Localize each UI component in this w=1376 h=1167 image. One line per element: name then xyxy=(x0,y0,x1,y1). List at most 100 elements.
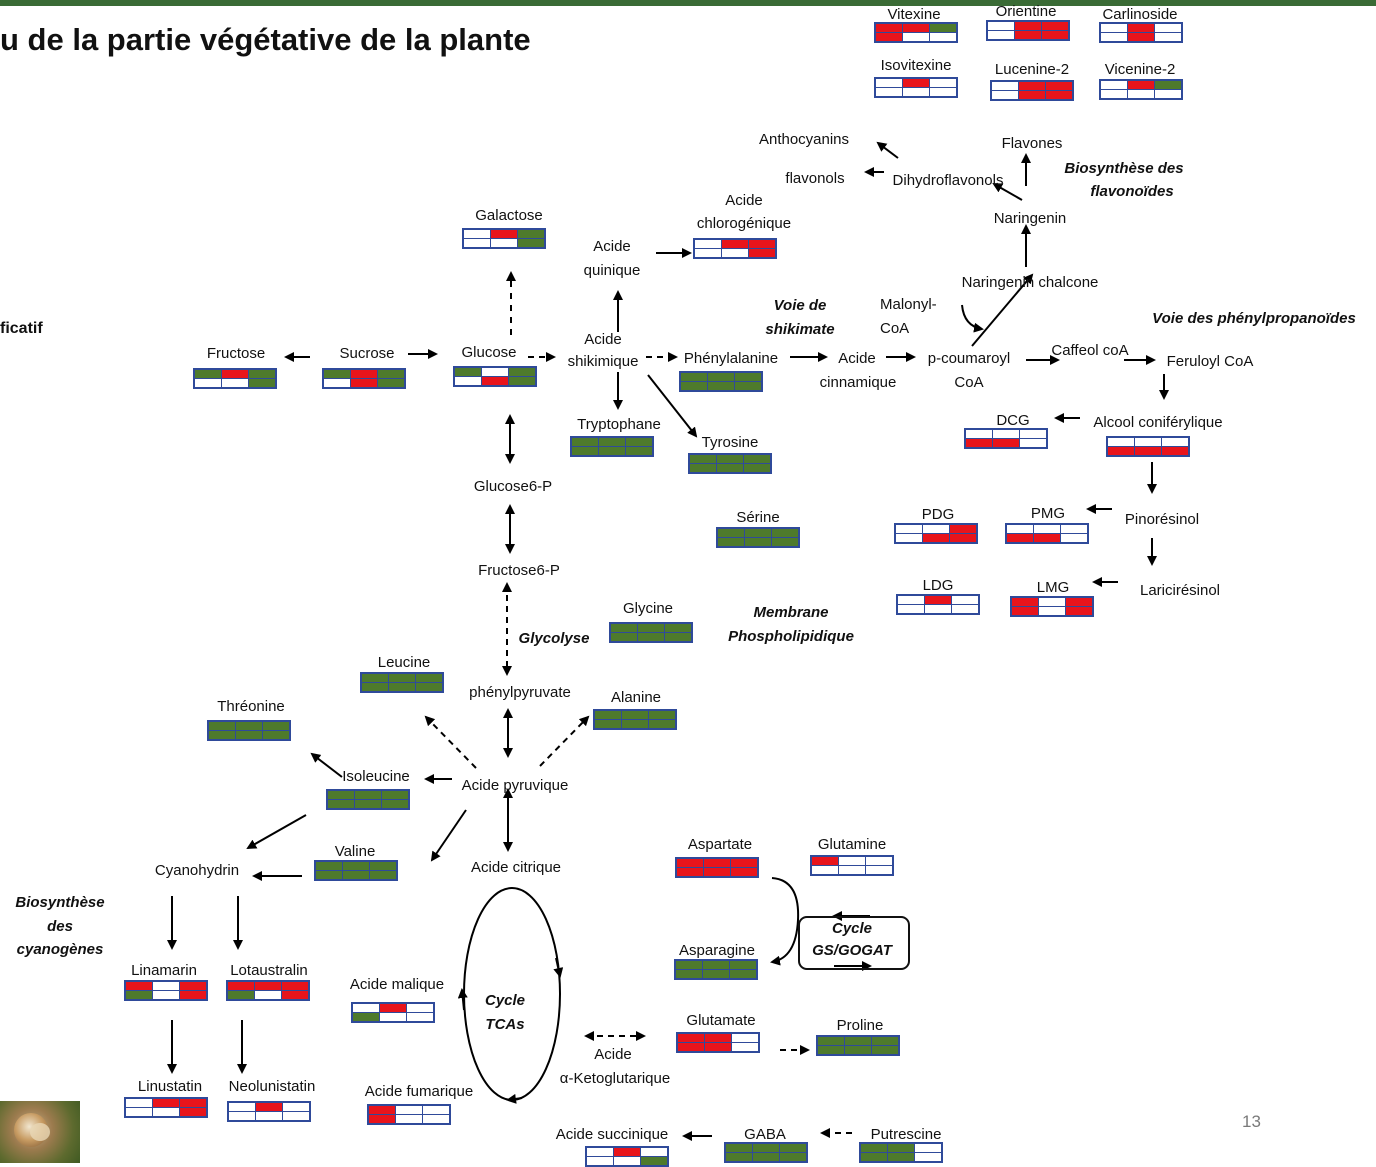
heatmap-cell xyxy=(389,674,415,682)
heatmap-cell xyxy=(744,464,770,472)
pathway-label-membrane-2: Phospholipidique xyxy=(728,628,854,645)
heatmap-cell xyxy=(845,1037,871,1045)
label-glutamate: Glutamate xyxy=(686,1012,756,1029)
heatmap-cell xyxy=(236,731,262,739)
heatmap-cell xyxy=(695,249,721,257)
heatmap-cell xyxy=(708,373,734,381)
heatmap-phenylalanine xyxy=(679,371,763,392)
heatmap-cell xyxy=(153,982,179,990)
heatmap-cell xyxy=(866,857,892,865)
heatmap-cell xyxy=(812,857,838,865)
heatmap-cell xyxy=(703,961,729,969)
heatmap-cell xyxy=(255,982,281,990)
pathway-label-gs-2: GS/GOGAT xyxy=(812,942,892,959)
heatmap-ldg xyxy=(896,594,980,615)
heatmap-cell xyxy=(641,1148,667,1156)
heatmap-cell xyxy=(1066,598,1092,606)
heatmap-cell xyxy=(705,1043,731,1051)
heatmap-cell xyxy=(324,370,350,378)
heatmap-cell xyxy=(382,791,408,799)
heatmap-cell xyxy=(587,1148,613,1156)
heatmap-cell xyxy=(845,1046,871,1054)
heatmap-cell xyxy=(718,538,744,546)
heatmap-serine xyxy=(716,527,800,548)
heatmap-alcool-coniferylique xyxy=(1106,436,1190,457)
gs-gogat-box xyxy=(798,916,910,970)
heatmap-cell xyxy=(744,455,770,463)
heatmap-cell xyxy=(753,1153,779,1161)
heatmap-orientine xyxy=(986,20,1070,41)
heatmap-gaba xyxy=(724,1142,808,1163)
heatmap-cell xyxy=(992,91,1018,99)
heatmap-cell xyxy=(572,438,598,446)
heatmap-cell xyxy=(772,538,798,546)
heatmap-cell xyxy=(126,1108,152,1116)
heatmap-cell xyxy=(753,1144,779,1152)
heatmap-cell xyxy=(316,862,342,870)
heatmap-cell xyxy=(638,624,664,632)
heatmap-cell xyxy=(249,379,275,387)
heatmap-leucine xyxy=(360,672,444,693)
heatmap-cell xyxy=(353,1013,379,1021)
heatmap-cell xyxy=(369,1115,395,1123)
heatmap-cell xyxy=(1101,33,1127,41)
page-title: u de la partie végétative de la plante xyxy=(0,22,531,57)
heatmap-cell xyxy=(952,605,978,613)
label-isovitexine: Isovitexine xyxy=(880,57,952,74)
heatmap-cell xyxy=(888,1144,914,1152)
heatmap-cell xyxy=(380,1004,406,1012)
heatmap-cell xyxy=(614,1148,640,1156)
heatmap-cell xyxy=(812,866,838,874)
heatmap-tryptophane xyxy=(570,436,654,457)
pathway-label-membrane-1: Membrane xyxy=(753,604,829,621)
heatmap-cell xyxy=(903,88,929,96)
heatmap-cell xyxy=(622,711,648,719)
heatmap-cell xyxy=(896,534,922,542)
heatmap-cell xyxy=(343,862,369,870)
label-putrescine: Putrescine xyxy=(870,1126,942,1143)
heatmap-cell xyxy=(328,791,354,799)
label-galactose: Galactose xyxy=(475,207,543,224)
heatmap-cell xyxy=(638,633,664,641)
heatmap-cell xyxy=(839,866,865,874)
label-acide-pyruvique: Acide pyruvique xyxy=(461,777,569,794)
label-flavonols: flavonols xyxy=(785,170,845,187)
side-text-fragment: ficatif xyxy=(0,320,43,337)
heatmap-linamarin xyxy=(124,980,208,1001)
heatmap-cell xyxy=(282,982,308,990)
heatmap-lucenine2 xyxy=(990,80,1074,101)
heatmap-cell xyxy=(378,379,404,387)
heatmap-cell xyxy=(482,368,508,376)
heatmap-cell xyxy=(1162,447,1188,455)
heatmap-cell xyxy=(1012,607,1038,615)
heatmap-cell xyxy=(351,379,377,387)
heatmap-asparagine xyxy=(674,959,758,980)
label-acide-shikimique-2: shikimique xyxy=(567,353,639,370)
heatmap-cell xyxy=(180,991,206,999)
heatmap-vitexine xyxy=(874,22,958,43)
pathway-label-cyanogenes-3: cyanogènes xyxy=(16,941,104,958)
heatmap-dcg xyxy=(964,428,1048,449)
heatmap-cell xyxy=(595,711,621,719)
heatmap-cell xyxy=(389,683,415,691)
heatmap-cell xyxy=(730,970,756,978)
label-leucine: Leucine xyxy=(377,654,431,671)
heatmap-cell xyxy=(256,1112,282,1120)
heatmap-acide-succinique xyxy=(585,1146,669,1167)
pathway-label-flavonoides-2: flavonoïdes xyxy=(1090,183,1174,200)
heatmap-lotaustralin xyxy=(226,980,310,1001)
heatmap-cell xyxy=(228,982,254,990)
label-acide-chlorogenique-1: Acide xyxy=(725,192,763,209)
heatmap-vicenine2 xyxy=(1099,79,1183,100)
heatmap-cell xyxy=(1108,447,1134,455)
label-glucose6p: Glucose6-P xyxy=(473,478,553,495)
heatmap-cell xyxy=(695,240,721,248)
label-serine: Sérine xyxy=(736,509,780,526)
heatmap-cell xyxy=(1066,607,1092,615)
heatmap-cell xyxy=(665,624,691,632)
heatmap-aspartate xyxy=(675,857,759,878)
heatmap-cell xyxy=(249,370,275,378)
heatmap-cell xyxy=(1101,81,1127,89)
heatmap-cell xyxy=(455,377,481,385)
arrow-to-naringenin-chalcone xyxy=(971,273,1034,347)
